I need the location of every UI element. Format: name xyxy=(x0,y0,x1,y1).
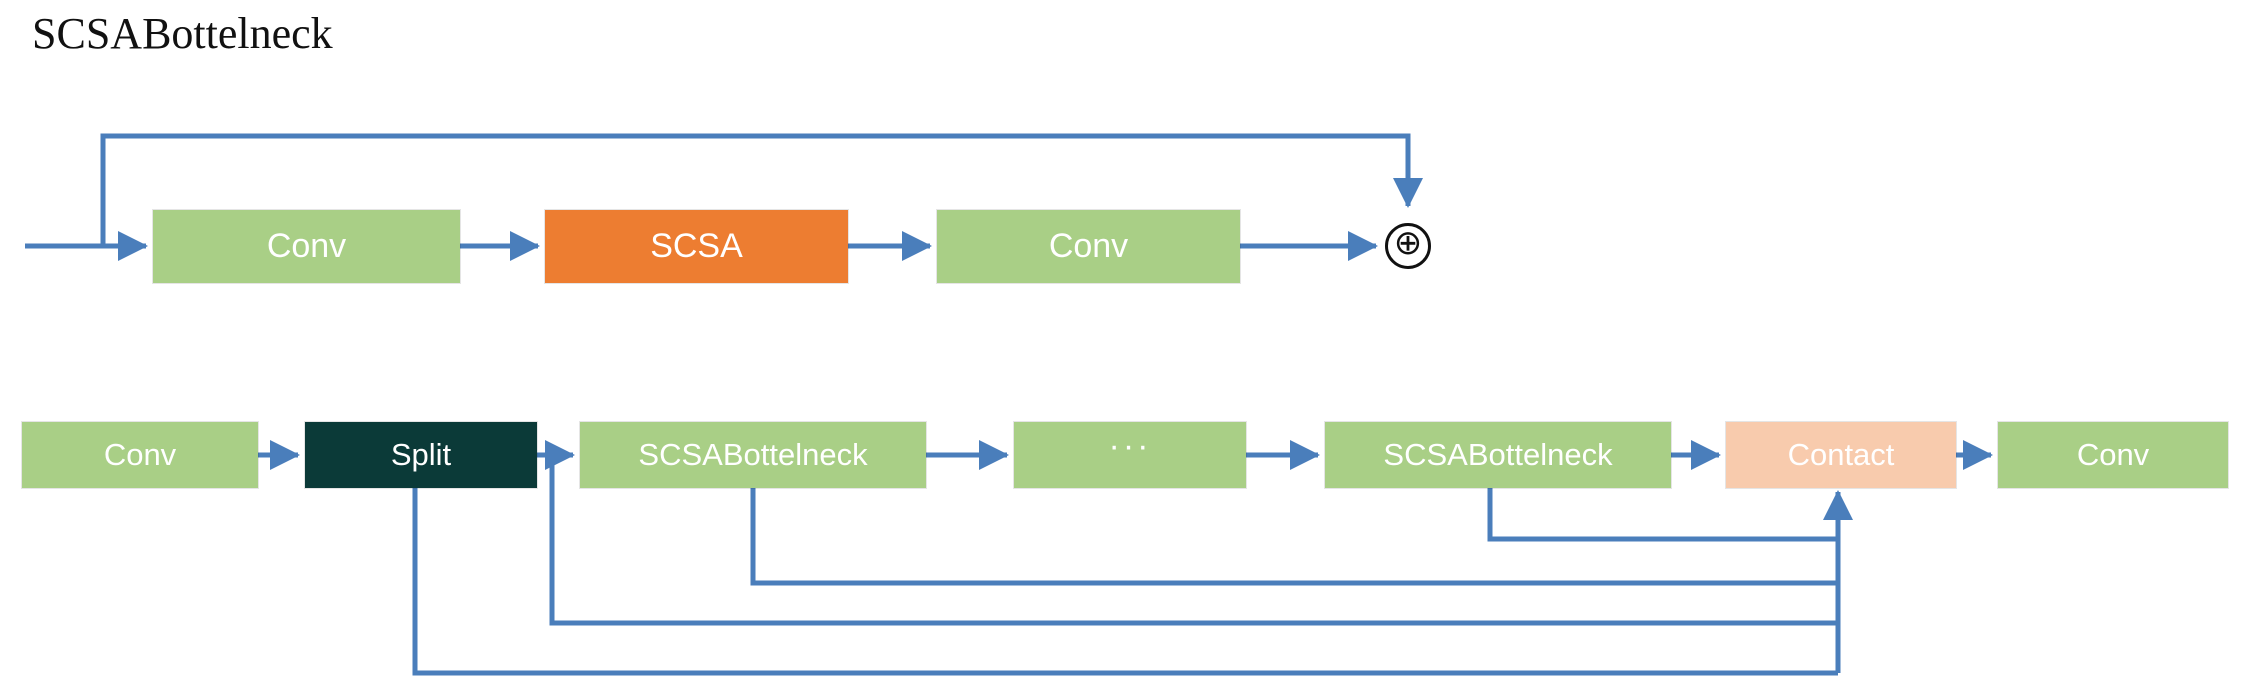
wire-bypass-split-direct xyxy=(412,488,1838,676)
wire-residual-skip xyxy=(100,133,1423,246)
block-bot-split[interactable]: Split xyxy=(305,422,537,488)
block-bot-scsabottelneck-2[interactable]: SCSABottelneck xyxy=(1325,422,1671,488)
block-label: SCSABottelneck xyxy=(638,437,868,472)
block-label: SCSABottelneck xyxy=(1383,437,1613,472)
block-label: Conv xyxy=(103,437,177,472)
block-label: Contact xyxy=(1787,437,1895,472)
block-bot-scsabottelneck-1[interactable]: SCSABottelneck xyxy=(580,422,926,488)
block-top-conv-1[interactable]: Conv xyxy=(153,210,460,283)
block-label: ··· xyxy=(1108,426,1152,465)
block-label: SCSA xyxy=(650,227,743,265)
plus-circle-glyph: ⊕ xyxy=(1393,224,1423,262)
block-bot-ellipsis[interactable]: ··· xyxy=(1014,422,1246,488)
block-bot-conv-in[interactable]: Conv xyxy=(22,422,258,488)
block-label: Conv xyxy=(1048,227,1129,265)
wire-bypass-scsab2 xyxy=(1487,488,1838,542)
block-top-conv-2[interactable]: Conv xyxy=(937,210,1240,283)
wire-bypass-split-branch xyxy=(549,455,1838,626)
block-bot-contact[interactable]: Contact xyxy=(1726,422,1956,488)
block-label: Conv xyxy=(2076,437,2150,472)
page-title: SCSABottelneck xyxy=(32,9,333,58)
wire-bypass-scsab1 xyxy=(750,488,1838,586)
block-top-scsa[interactable]: SCSA xyxy=(545,210,848,283)
block-bot-conv-out[interactable]: Conv xyxy=(1998,422,2228,488)
block-label: Conv xyxy=(266,227,347,265)
block-label: Split xyxy=(390,437,452,472)
residual-add-icon: ⊕ xyxy=(1385,223,1431,269)
